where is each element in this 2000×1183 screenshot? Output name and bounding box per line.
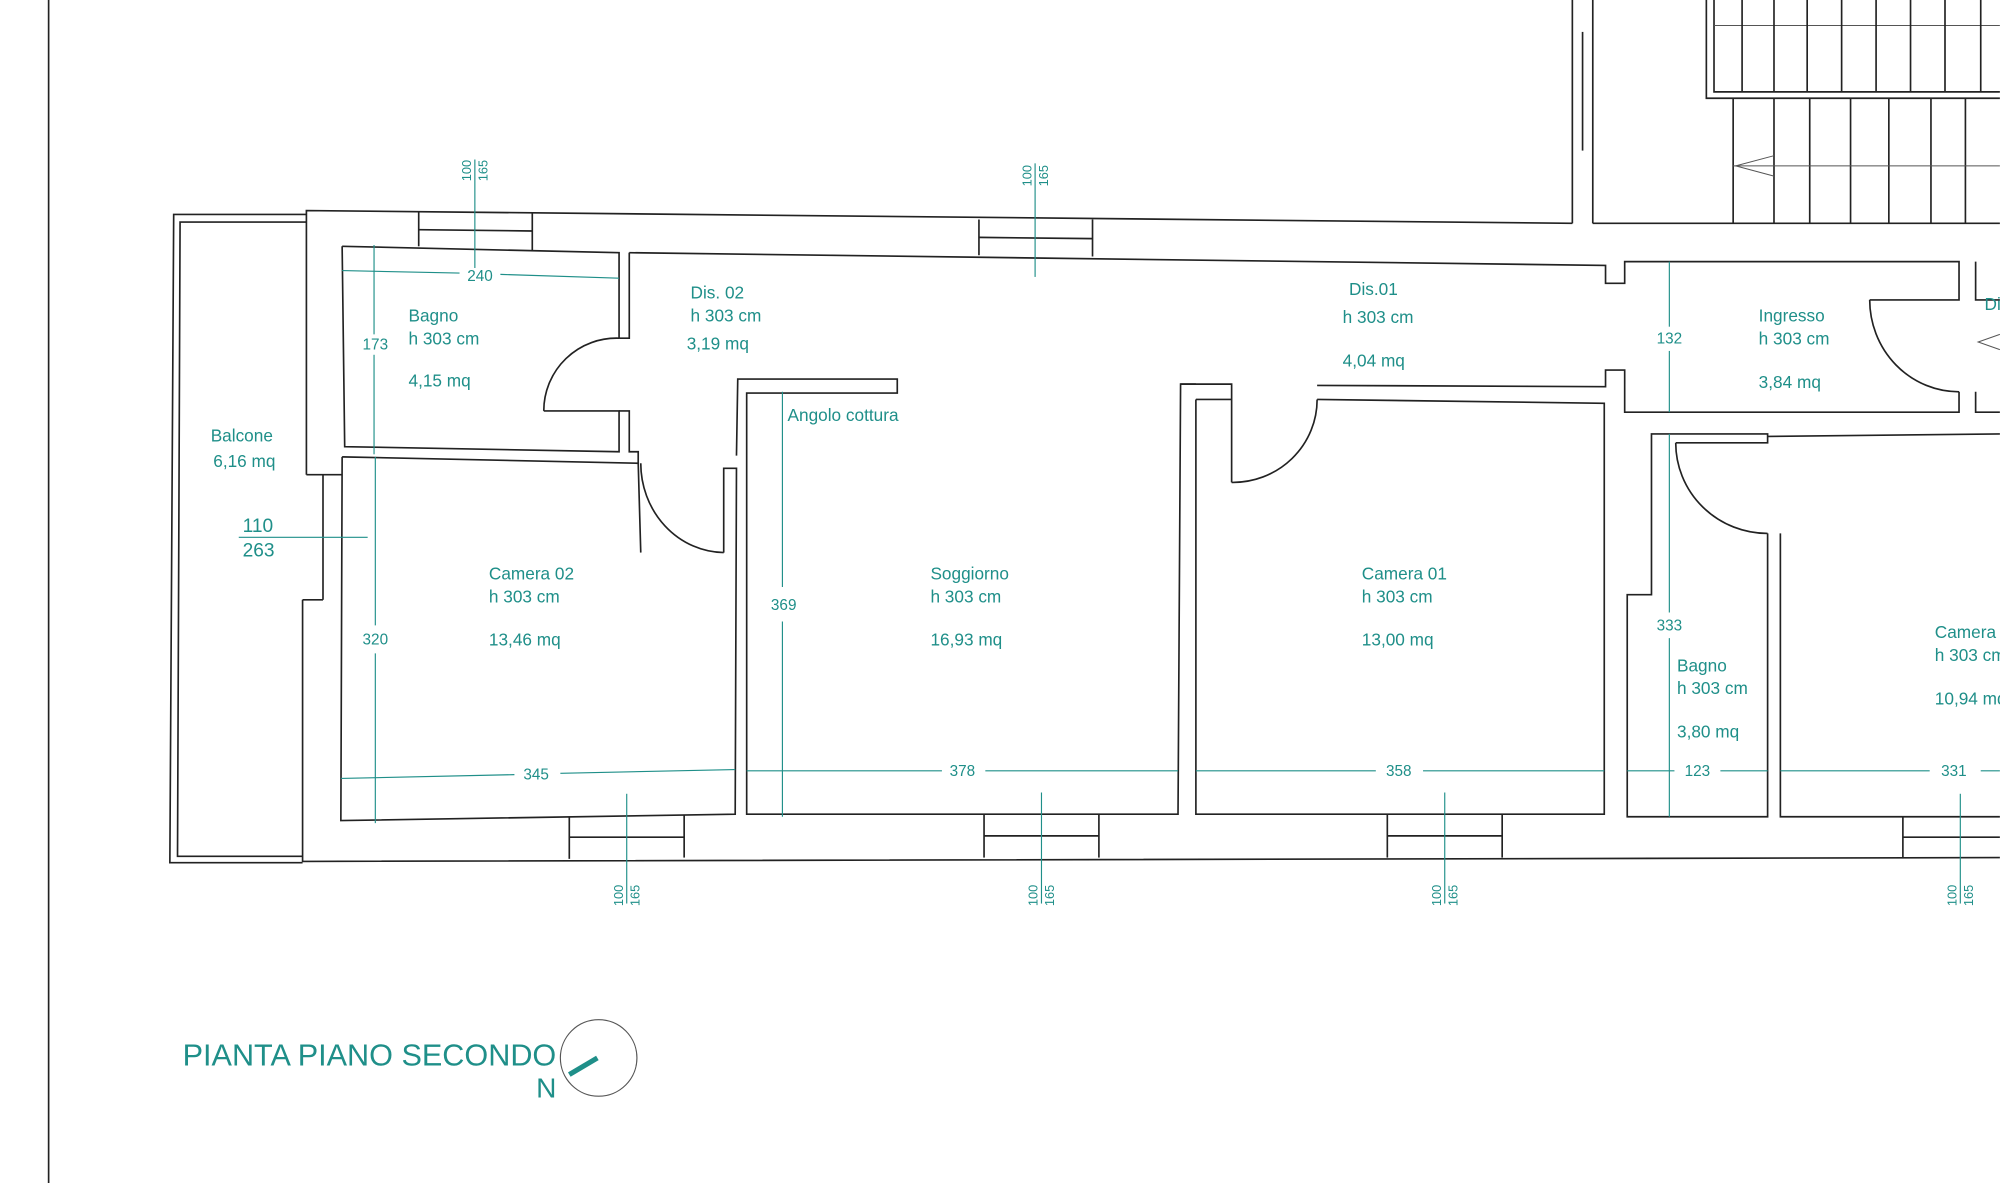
room-camera-01: Camera 01 h 303 cm 13,00 mq [1362, 563, 1447, 649]
balcony-door-width: 110 [243, 516, 273, 537]
room-area: 13,00 mq [1362, 630, 1434, 650]
north-label: N [536, 1072, 556, 1103]
dim-camera02-depth: 320 [363, 631, 389, 648]
window-height-label: 165 [476, 160, 491, 181]
room-name: Camera 01 [1362, 563, 1447, 583]
room-dis-02: Dis. 02 h 303 cm 3,19 mq [687, 283, 762, 354]
room-name: Bagno [1677, 655, 1727, 675]
window-height-label: 165 [1042, 885, 1057, 906]
dim-bagno-width: 240 [467, 268, 493, 285]
windows [417, 211, 2000, 859]
room-area: 10,94 mq [1935, 688, 2000, 708]
room-name: Soggiorno [930, 563, 1009, 583]
room-area: 3,19 mq [687, 334, 749, 354]
room-bagno-2: Bagno h 303 cm 3,80 mq [1677, 655, 1748, 741]
window-sill-label: 100 [1429, 885, 1444, 906]
room-camera-02: Camera 02 h 303 cm 13,46 mq [489, 563, 574, 649]
room-area: 4,04 mq [1343, 350, 1405, 370]
dim-bagno2-width: 123 [1685, 763, 1711, 780]
balcony-door-height: 263 [243, 540, 275, 561]
kitchenette-label: Angolo cottura [788, 405, 899, 425]
room-height: h 303 cm [1677, 678, 1748, 698]
room-height: h 303 cm [930, 586, 1001, 606]
room-name: Ingresso [1759, 306, 1825, 326]
room-area: 3,84 mq [1759, 372, 1821, 392]
window-height-label: 165 [627, 885, 642, 906]
room-ingresso: Ingresso h 303 cm 3,84 mq [1759, 306, 1830, 392]
dim-ingresso-depth: 132 [1657, 330, 1683, 347]
dimension-lines [238, 159, 2000, 904]
stairs [1571, 0, 2000, 224]
room-height: h 303 cm [691, 306, 762, 326]
room-area: 13,46 mq [489, 630, 561, 650]
room-height: h 303 cm [1343, 307, 1414, 327]
north-arrow-icon: N [536, 1019, 638, 1103]
balcony [169, 213, 324, 864]
room-name: Dis. 02 [691, 283, 745, 303]
room-area: 3,80 mq [1677, 722, 1739, 742]
window-annotations: 100 165 100 165 100 165 100 165 100 165 … [459, 160, 1976, 906]
room-bagno: Bagno h 303 cm 4,15 mq [409, 306, 480, 391]
window-sill-label: 100 [1019, 165, 1034, 186]
room-height: h 303 cm [1362, 586, 1433, 606]
partial-room-label: Di [1985, 294, 2000, 314]
window-height-label: 165 [1961, 885, 1976, 906]
window-sill-label: 100 [1944, 885, 1959, 906]
dim-soggiorno-width: 378 [950, 763, 976, 780]
dim-camera01-width: 358 [1386, 763, 1412, 780]
doors [542, 299, 2000, 554]
room-height: h 303 cm [1935, 645, 2000, 665]
room-camera: Camera h 303 cm 10,94 mq [1935, 622, 2000, 708]
room-name: Dis.01 [1349, 279, 1398, 299]
room-name: Balcone [211, 426, 273, 446]
window-sill-label: 100 [1026, 885, 1041, 906]
window-height-label: 165 [1446, 885, 1461, 906]
dim-bagno-depth: 173 [363, 337, 389, 354]
dim-bagno2-depth: 333 [1657, 617, 1683, 634]
room-soggiorno: Soggiorno h 303 cm 16,93 mq Angolo cottu… [788, 405, 1009, 650]
room-area: 6,16 mq [213, 451, 275, 471]
dim-camera02-width: 345 [523, 767, 549, 784]
room-area: 16,93 mq [930, 630, 1002, 650]
dim-soggiorno-depth: 369 [771, 597, 797, 614]
walls [301, 209, 2000, 863]
room-name: Bagno [409, 306, 459, 326]
window-sill-label: 100 [459, 160, 474, 181]
dimension-values: 240 173 320 369 132 333 345 378 358 123 … [243, 268, 1967, 784]
room-height: h 303 cm [409, 329, 480, 349]
room-dis-01: Dis.01 h 303 cm 4,04 mq [1343, 279, 1414, 370]
window-height-label: 165 [1036, 165, 1051, 186]
room-height: h 303 cm [489, 586, 560, 606]
room-area: 4,15 mq [409, 371, 471, 391]
room-height: h 303 cm [1759, 329, 1830, 349]
dim-camera-width: 331 [1941, 763, 1967, 780]
drawing-title: PIANTA PIANO SECONDO [183, 1039, 557, 1073]
room-balcone: Balcone 6,16 mq [211, 426, 276, 472]
room-name: Camera 02 [489, 563, 574, 583]
room-name: Camera [1935, 622, 1997, 642]
window-sill-label: 100 [611, 885, 626, 906]
